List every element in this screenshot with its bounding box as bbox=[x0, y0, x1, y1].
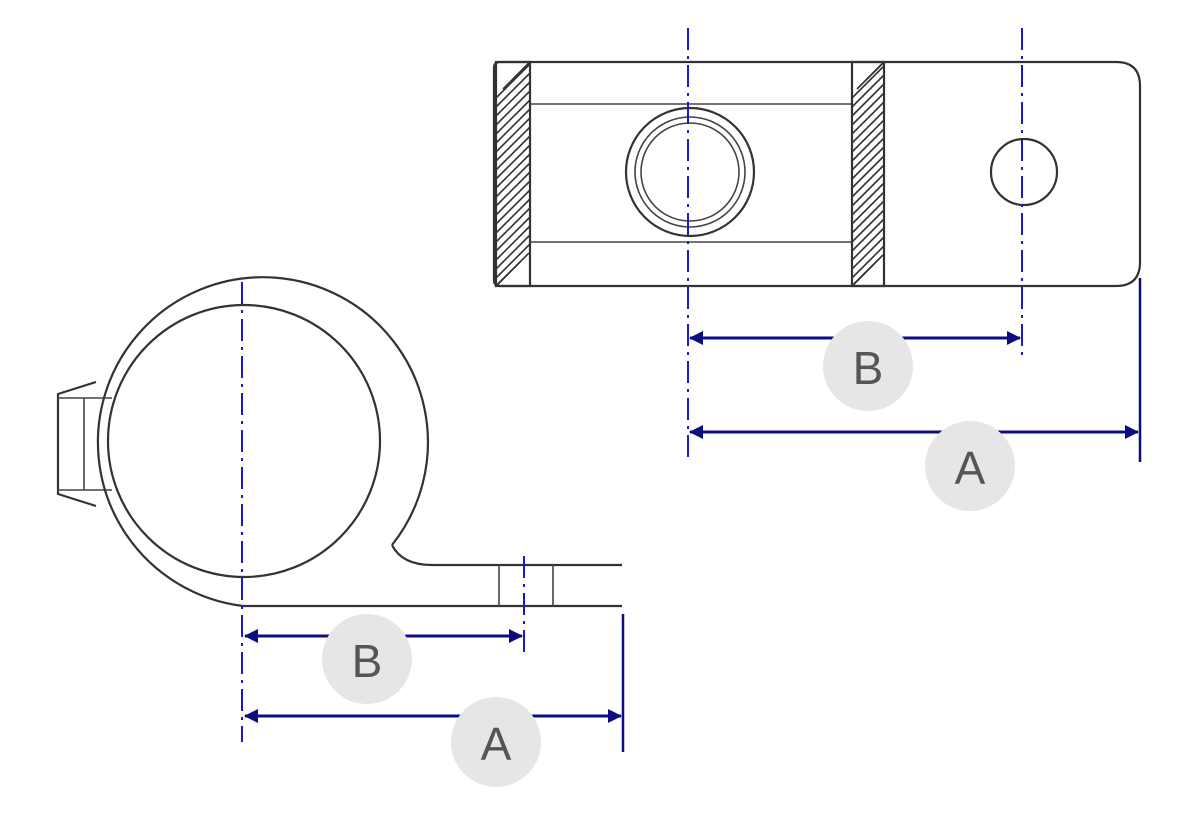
hatch-line bbox=[851, 209, 885, 243]
hatch-line bbox=[495, 216, 531, 252]
hatch-line bbox=[856, 61, 885, 90]
hatch-line bbox=[495, 90, 531, 126]
top-view-dimension-badge-b: B bbox=[823, 321, 913, 411]
hatch-line bbox=[851, 74, 885, 108]
hatch-line bbox=[851, 92, 885, 126]
hatch-line bbox=[851, 128, 885, 162]
hatch-line bbox=[495, 153, 531, 189]
hatch-line bbox=[495, 63, 531, 99]
hatch-line bbox=[495, 162, 531, 198]
hatch-line bbox=[851, 146, 885, 180]
hatch-line bbox=[495, 207, 531, 243]
hatch-line bbox=[495, 81, 531, 117]
top-view-dimension-label-b: B bbox=[853, 342, 884, 394]
hatch-line bbox=[851, 65, 885, 99]
side-view-dimension-badge-b: B bbox=[322, 614, 412, 704]
hatch-line bbox=[495, 234, 531, 270]
hatch-line bbox=[851, 191, 885, 225]
top-view-hatched-wall-right bbox=[850, 60, 886, 288]
hatch-line bbox=[851, 110, 885, 144]
hatch-line bbox=[495, 225, 531, 261]
hatch-line bbox=[495, 171, 531, 207]
hatch-line bbox=[495, 99, 531, 135]
side-view bbox=[56, 276, 622, 608]
side-view-dimension-label-b: B bbox=[352, 635, 383, 687]
top-view-set-screw bbox=[624, 106, 756, 238]
hatch-line bbox=[495, 144, 531, 180]
hatch-line bbox=[851, 83, 885, 117]
hatch-line bbox=[495, 243, 531, 279]
hatch-line bbox=[495, 126, 531, 162]
side-view-clamp-bore bbox=[106, 303, 382, 579]
hatch-line bbox=[495, 117, 531, 153]
hatch-line bbox=[851, 281, 857, 287]
top-view bbox=[492, 60, 1142, 288]
hatch-line bbox=[495, 279, 503, 287]
hatch-line bbox=[495, 189, 531, 225]
side-view-set-screw-boss bbox=[56, 380, 97, 508]
hatch-line bbox=[851, 119, 885, 153]
hatch-line bbox=[851, 200, 885, 234]
hatch-line bbox=[851, 137, 885, 171]
hatch-line bbox=[851, 164, 885, 198]
top-view-dimension-badge-a: A bbox=[925, 421, 1015, 511]
top-view-dimension-label-a: A bbox=[955, 442, 986, 494]
hatch-line bbox=[495, 72, 531, 108]
side-view-dimension-badge-a: A bbox=[451, 697, 541, 787]
top-view-body-outline bbox=[492, 60, 1142, 288]
hatch-line bbox=[495, 198, 531, 234]
hatch-line bbox=[851, 173, 885, 207]
side-view-dimension-label-a: A bbox=[481, 718, 512, 770]
top-view-mounting-hole bbox=[989, 137, 1059, 207]
hatch-line bbox=[851, 218, 885, 252]
hatch-line bbox=[851, 245, 885, 279]
hatch-line bbox=[851, 227, 885, 261]
hatch-line bbox=[851, 182, 885, 216]
hatch-line bbox=[851, 155, 885, 189]
hatch-line bbox=[502, 61, 531, 90]
hatch-line bbox=[495, 135, 531, 171]
side-view-tab-upper-edge bbox=[391, 544, 622, 567]
hatch-line bbox=[495, 108, 531, 144]
hatch-line bbox=[851, 236, 885, 270]
hatch-line bbox=[851, 101, 885, 135]
side-view-clamp-outer-outline bbox=[96, 276, 622, 608]
hatch-line bbox=[495, 180, 531, 216]
top-view-hatched-wall-left bbox=[494, 60, 532, 288]
